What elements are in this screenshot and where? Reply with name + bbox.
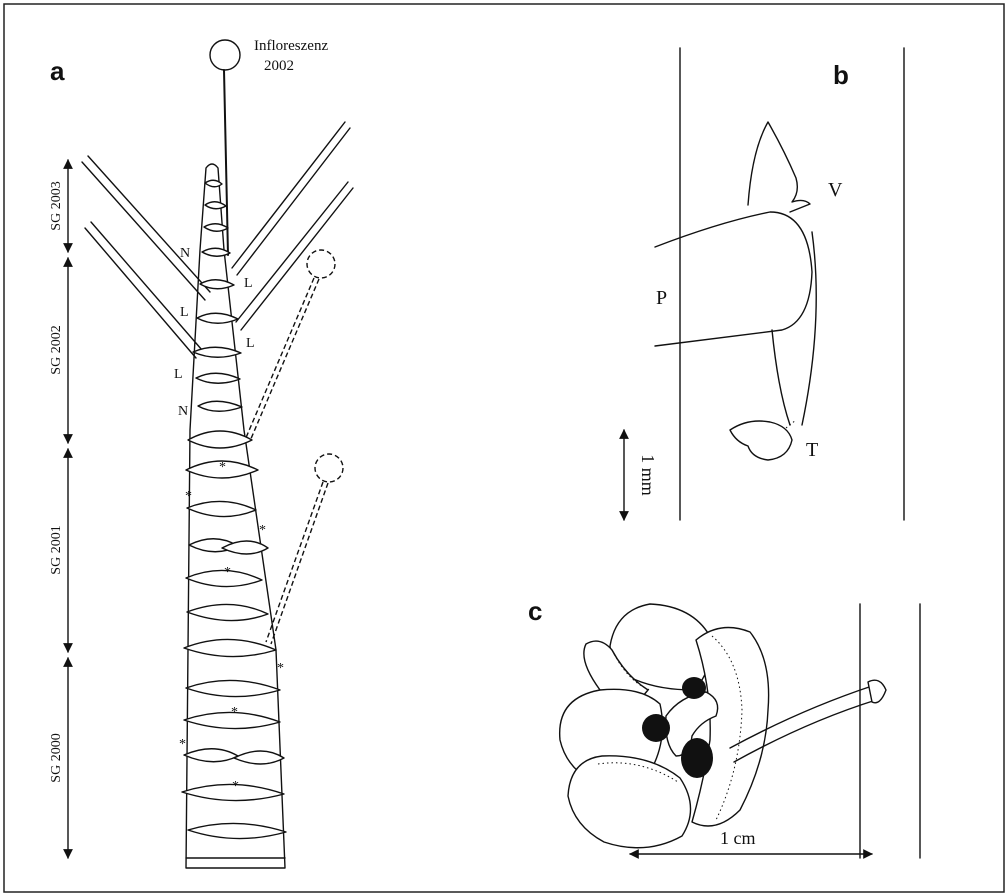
figure-border [4, 4, 1004, 892]
leaf-upper-right [232, 122, 350, 275]
asterisk-marker: * [179, 737, 186, 752]
asterisk-marker: * [232, 779, 239, 794]
scale-label-1cm: 1 cm [720, 828, 756, 848]
asterisk-marker: * [219, 460, 226, 475]
segment-label-2002: SG 2002 [49, 325, 64, 374]
leaf-label-n-upper: N [180, 246, 190, 261]
label-v: V [828, 179, 843, 201]
label-t: T [806, 439, 818, 461]
leaf-label-l-3: L [246, 336, 255, 351]
panel-c: c 1 cm [528, 596, 920, 858]
leaf-scars-lower [182, 431, 286, 839]
old-inflorescence-circle-2 [315, 454, 343, 482]
petiole-shape [655, 212, 812, 346]
leaf-label-l-1: L [244, 276, 253, 291]
segment-label-2000: SG 2000 [49, 733, 64, 782]
leaf-lower-left [85, 222, 202, 358]
old-inflorescence-circle-1 [307, 250, 335, 278]
vane-upper [748, 122, 810, 212]
asterisk-marker: * [231, 705, 238, 720]
flower-petal [692, 628, 769, 827]
inflorescence-circle [210, 40, 240, 70]
scale-label-1mm: 1 mm [638, 454, 658, 496]
leaf-label-l-2: L [180, 305, 189, 320]
segment-label-2003: SG 2003 [49, 181, 64, 230]
asterisk-marker: * [224, 565, 231, 580]
leaf-lower-right [236, 182, 353, 330]
panel-b-letter: b [833, 60, 849, 90]
anther-dark [681, 738, 713, 778]
panel-a: a Infloreszenz 2002 [49, 38, 353, 868]
old-inflorescence-stalk-2 [266, 482, 328, 644]
anther-dark [682, 677, 706, 699]
tip-lobe [730, 421, 792, 460]
flower-stalk-end [868, 680, 886, 703]
panel-b: b P V T 1 mm [624, 48, 904, 520]
leaf-label-l-4: L [174, 367, 183, 382]
leaf-upper-left [82, 156, 210, 300]
old-inflorescence-stalk-1 [245, 278, 319, 441]
leaf-label-n-lower: N [178, 404, 188, 419]
asterisk-marker: * [185, 489, 192, 504]
vane-lower [772, 232, 816, 425]
anther-dark [642, 714, 670, 742]
panel-c-letter: c [528, 596, 542, 626]
label-p: P [656, 287, 667, 309]
panel-a-letter: a [50, 56, 65, 86]
segment-label-2001: SG 2001 [49, 525, 64, 574]
asterisk-marker: * [259, 523, 266, 538]
old-inflorescences [245, 250, 343, 644]
flower [560, 604, 886, 848]
inflorescence-label: Infloreszenz [254, 38, 328, 54]
segment-labels: SG 2003 SG 2002 SG 2001 SG 2000 [49, 181, 64, 782]
flower-petal [568, 756, 691, 848]
inflorescence-year: 2002 [264, 58, 294, 74]
asterisk-marker: * [277, 661, 284, 676]
